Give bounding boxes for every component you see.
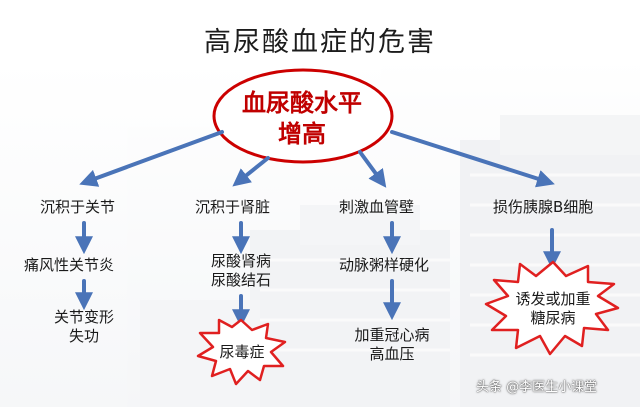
gout-arthritis-label: 痛风性关节炎 [24,256,115,274]
center-label-line1: 血尿酸水平 [242,89,362,117]
arrow-to-joint [79,130,224,187]
kidney-disease-line2: 尿酸结石 [210,271,271,289]
atherosclerosis-label: 动脉粥样硬化 [339,256,430,274]
branch-arrows [79,130,555,188]
cause-joint-label: 沉积于关节 [40,198,116,216]
kidney-disease-line1: 尿酸肾病 [210,252,271,270]
center-ellipse [212,68,394,164]
arrow-to-pancreas [390,130,555,188]
cause-pancreas-label: 损伤胰腺B细胞 [493,198,594,216]
kidney-disease-label: 尿酸肾病 尿酸结石 [201,252,281,290]
diabetes-line1: 诱发或加重 [515,290,591,308]
arrow-to-kidney [232,156,270,187]
vertical-arrows [75,221,561,328]
joint-deformity-line2: 失功 [68,327,99,345]
watermark: 头条 @李医生小课堂 [476,380,598,395]
heart-disease-line1: 加重冠心病 [354,326,430,344]
joint-deformity-line1: 关节变形 [53,308,114,326]
uremia-burst [196,318,287,386]
uremia-label: 尿毒症 [219,343,265,361]
page-title: 高尿酸血症的危害 [204,27,436,58]
center-label-line2: 增高 [278,120,326,148]
diabetes-burst [484,260,620,356]
heart-disease-line2: 高血压 [369,345,415,363]
diabetes-line2: 糖尿病 [530,309,576,327]
cause-vessel-label: 刺激血管壁 [339,198,415,216]
cause-kidney-label: 沉积于肾脏 [195,198,271,216]
diabetes-label: 诱发或加重 糖尿病 [505,290,601,328]
joint-deformity-label: 关节变形 失功 [44,308,124,346]
arrow-to-vessel [358,150,387,188]
heart-disease-label: 加重冠心病 高血压 [342,326,442,364]
